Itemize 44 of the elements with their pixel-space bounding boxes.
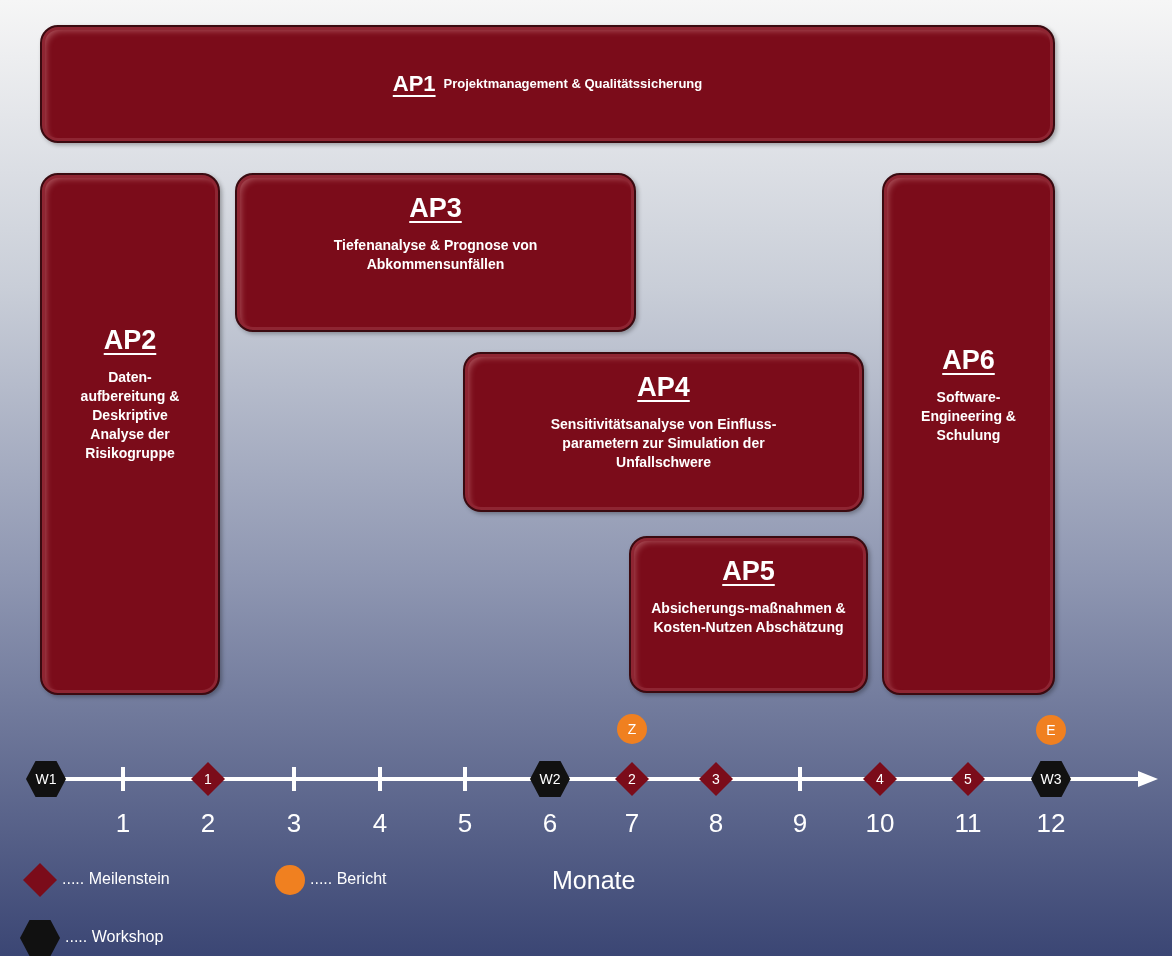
month-number: 6	[541, 808, 559, 839]
workshop-hexagon: W3	[1030, 760, 1072, 798]
package-title: AP2	[103, 325, 157, 356]
axis-title: Monate	[552, 866, 636, 895]
work-package-box	[40, 173, 220, 695]
package-title: AP4	[637, 372, 690, 403]
package-description: Absicherungs-maßnahmen & Kosten-Nutzen Abschätzung	[650, 599, 847, 637]
package-description: Sensitivitätsanalyse von Einfluss-parametern zur Simulation der Unfallschwere	[549, 415, 778, 472]
month-number: 12	[1035, 808, 1067, 839]
work-package-box	[882, 173, 1055, 695]
package-title: AP3	[409, 193, 462, 224]
package-description: Software-Engineering & Schulung	[920, 388, 1017, 445]
month-number: 9	[791, 808, 809, 839]
package-title: AP1	[392, 71, 436, 97]
month-number: 2	[199, 808, 217, 839]
milestone-diamond: 3	[698, 761, 734, 797]
package-description: Daten-aufbereitung & Deskriptive Analyse der Risikogruppe	[79, 368, 181, 463]
milestone-diamond: 5	[950, 761, 986, 797]
report-circle: Z	[616, 713, 648, 745]
month-number: 11	[953, 808, 983, 839]
month-number: 10	[864, 808, 896, 839]
work-package-box	[40, 25, 1055, 143]
milestone-diamond: 2	[614, 761, 650, 797]
report-circle: E	[1035, 714, 1067, 746]
milestone-diamond: 4	[862, 761, 898, 797]
month-number: 5	[456, 808, 474, 839]
milestone-diamond: 1	[190, 761, 226, 797]
month-number: 1	[114, 808, 132, 839]
month-number: 7	[623, 808, 641, 839]
month-number: 3	[285, 808, 303, 839]
package-title: AP6	[942, 345, 995, 376]
package-description: Tiefenanalyse & Prognose von Abkommensunfällen	[332, 236, 539, 274]
legend-label: ..... Workshop	[65, 928, 164, 946]
work-package-box	[463, 352, 864, 512]
workshop-hexagon: W1	[25, 760, 67, 798]
work-package-box	[629, 536, 868, 693]
legend-label: ..... Bericht	[310, 870, 387, 888]
workshop-hexagon: W2	[529, 760, 571, 798]
legend-label: ..... Meilenstein	[62, 870, 170, 888]
package-title: AP5	[722, 556, 775, 587]
month-number: 4	[371, 808, 389, 839]
work-package-box	[235, 173, 636, 332]
package-description: Projektmanagement & Qualitätssicherung	[443, 75, 703, 93]
month-number: 8	[707, 808, 725, 839]
